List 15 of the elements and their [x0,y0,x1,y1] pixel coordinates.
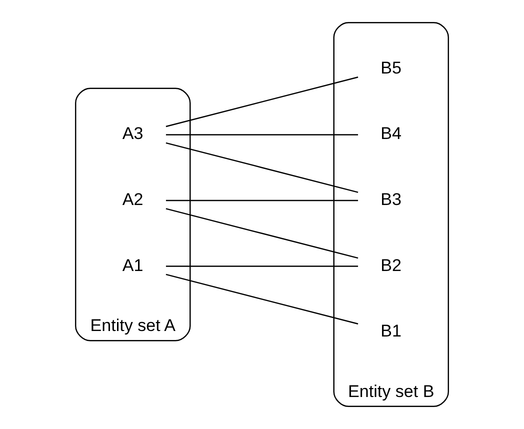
node-text: B1 [380,322,402,341]
node-text: B3 [380,190,402,209]
connector [166,142,358,193]
node-text: A2 [122,190,144,209]
connector [166,76,358,128]
connector [166,266,358,267]
node-text: B2 [380,256,402,275]
connector [166,208,358,259]
connector [166,134,358,136]
connector [166,200,358,202]
node-text: A3 [122,124,144,144]
connector [166,274,358,324]
node-text: A1 [122,256,144,275]
node-text: B4 [380,124,402,144]
node-text: B5 [380,58,402,78]
